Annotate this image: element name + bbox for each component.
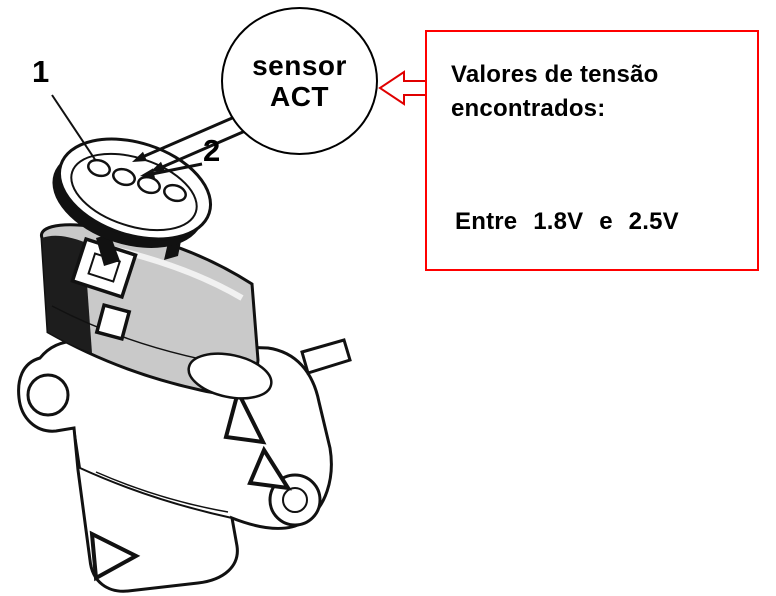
balloon-arrowhead-1-icon xyxy=(132,151,147,162)
sensor-act-balloon: sensor ACT xyxy=(221,7,378,155)
voltage-info-box: Valores de tensão encontrados: Entre 1.8… xyxy=(425,30,759,271)
body-end-cap xyxy=(187,352,273,400)
pin1-callout-label: 1 xyxy=(32,54,50,89)
body-window xyxy=(94,302,132,342)
balloon-text-line2: ACT xyxy=(269,81,330,112)
port-inner-circle xyxy=(282,487,308,513)
red-arrow-icon xyxy=(378,70,431,106)
connector-pin-4 xyxy=(163,183,187,203)
bolt-hole-left xyxy=(26,373,70,417)
triangle-mark-3 xyxy=(89,530,141,582)
balloon-text-line1: sensor xyxy=(252,49,347,81)
pin2-callout-label: 2 xyxy=(203,133,221,168)
label1-leader-line xyxy=(51,94,97,162)
label2-leader-line xyxy=(151,162,203,176)
callout-lines xyxy=(51,94,253,179)
label2-arrowhead-icon xyxy=(140,168,155,179)
triangle-mark-1 xyxy=(223,386,267,445)
connector-pin-1 xyxy=(87,158,111,178)
sensor-base xyxy=(17,338,352,593)
voltage-info-heading: Valores de tensão encontrados: xyxy=(451,61,659,122)
voltage-range-value: Entre 1.8V e 2.5V xyxy=(455,208,679,235)
balloon-arrowhead-2-icon xyxy=(150,161,165,172)
connector-pin-2 xyxy=(112,167,136,187)
pipe-stub xyxy=(300,338,352,375)
triangle-mark-2 xyxy=(247,445,292,491)
balloon-leader-line-1 xyxy=(139,110,247,160)
connector-pin-3 xyxy=(137,175,161,195)
sensor-body xyxy=(40,223,273,400)
balloon-leader-line-2 xyxy=(159,126,253,170)
